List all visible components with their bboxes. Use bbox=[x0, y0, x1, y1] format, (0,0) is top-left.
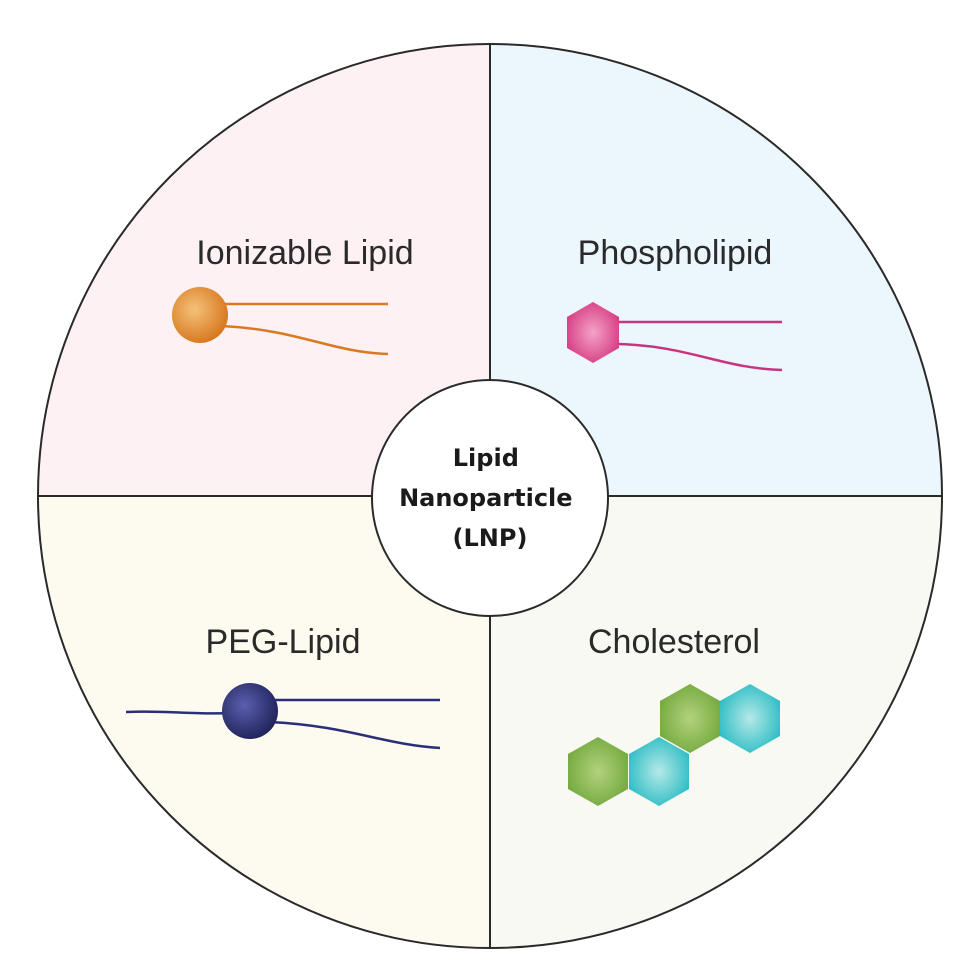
cholesterol-icon bbox=[568, 684, 780, 806]
quadrant-phospholipid-label: Phospholipid bbox=[578, 234, 773, 272]
center-title: Lipid Nanoparticle (LNP) bbox=[399, 444, 581, 552]
center-circle bbox=[371, 379, 609, 617]
center-title-line-1: Lipid bbox=[453, 444, 519, 472]
quadrant-peg-label: PEG-Lipid bbox=[206, 623, 361, 661]
phospholipid-icon bbox=[567, 302, 783, 372]
outer-circle bbox=[37, 43, 943, 949]
ionizable-lipid-icon bbox=[172, 287, 389, 356]
peg-lipid-icon bbox=[125, 683, 441, 750]
center-title-line-3: (LNP) bbox=[453, 524, 528, 552]
quadrant-cholesterol-label: Cholesterol bbox=[588, 623, 760, 661]
center-title-line-2: Nanoparticle bbox=[399, 484, 573, 512]
quadrant-ionizable-label: Ionizable Lipid bbox=[196, 234, 413, 272]
